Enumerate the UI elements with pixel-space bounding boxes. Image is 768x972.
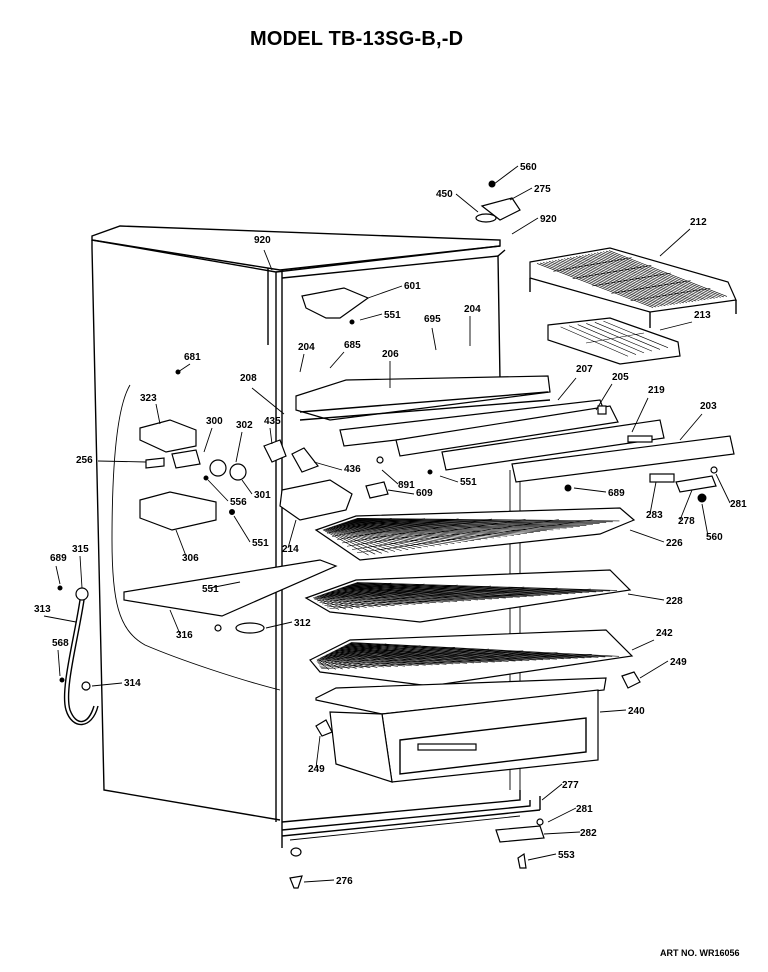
label-695: 695	[424, 314, 441, 325]
label-226: 226	[666, 538, 683, 549]
freezer-floor-206	[295, 375, 551, 421]
label-283: 283	[646, 510, 663, 521]
label-920b: 920	[254, 235, 271, 246]
right-small-parts	[564, 466, 718, 503]
label-204b: 204	[298, 342, 315, 353]
label-450: 450	[436, 189, 453, 200]
shelf-226	[314, 507, 636, 561]
crisper-part-214	[279, 479, 353, 521]
label-301: 301	[254, 490, 271, 501]
label-256: 256	[76, 455, 93, 466]
door-outline	[111, 384, 281, 691]
label-314: 314	[124, 678, 141, 689]
divider-rails	[339, 399, 735, 483]
label-560a: 560	[520, 162, 537, 173]
label-214: 214	[282, 544, 299, 555]
label-302: 302	[236, 420, 253, 431]
label-203: 203	[700, 401, 717, 412]
part-number-labels: 560 275 450 920 212 920 601 551 695 204 …	[34, 162, 747, 887]
label-560b: 560	[706, 532, 723, 543]
top-hinge-275	[475, 180, 521, 223]
leader-lines	[43, 165, 731, 883]
label-275: 275	[534, 184, 551, 195]
shelf-242	[309, 629, 634, 687]
label-204a: 204	[464, 304, 481, 315]
label-551d: 551	[202, 584, 219, 595]
label-242: 242	[656, 628, 673, 639]
label-685: 685	[344, 340, 361, 351]
label-551a: 551	[384, 310, 401, 321]
label-281a: 281	[730, 499, 747, 510]
evaporator-part-601	[301, 287, 370, 319]
label-551c: 551	[252, 538, 269, 549]
label-278: 278	[678, 516, 695, 527]
bottom-hinge-parts	[289, 818, 545, 889]
label-553: 553	[558, 850, 575, 861]
art-number: ART NO. WR16056	[660, 948, 740, 958]
label-276: 276	[336, 876, 353, 887]
label-282: 282	[580, 828, 597, 839]
crisper-drawer-240	[315, 671, 641, 783]
model-title: MODEL TB-13SG-B,-D	[250, 28, 464, 50]
label-249a: 249	[670, 657, 687, 668]
label-313: 313	[34, 604, 51, 615]
label-207: 207	[576, 364, 593, 375]
label-551b: 551	[460, 477, 477, 488]
label-312: 312	[294, 618, 311, 629]
water-line	[57, 585, 99, 726]
label-277: 277	[562, 780, 579, 791]
label-689b: 689	[50, 553, 67, 564]
control-components	[139, 319, 433, 531]
label-206: 206	[382, 349, 399, 360]
label-316: 316	[176, 630, 193, 641]
label-219: 219	[648, 385, 665, 396]
label-556: 556	[230, 497, 247, 508]
label-240: 240	[628, 706, 645, 717]
label-435: 435	[264, 416, 281, 427]
label-249b: 249	[308, 764, 325, 775]
label-609: 609	[416, 488, 433, 499]
label-315: 315	[72, 544, 89, 555]
ice-tray-213	[547, 317, 681, 365]
label-212: 212	[690, 217, 707, 228]
label-213: 213	[694, 310, 711, 321]
label-601: 601	[404, 281, 421, 292]
shelf-228	[304, 569, 632, 623]
label-208: 208	[240, 373, 257, 384]
label-300: 300	[206, 416, 223, 427]
label-228: 228	[666, 596, 683, 607]
label-681: 681	[184, 352, 201, 363]
label-891: 891	[398, 480, 415, 491]
label-205: 205	[612, 372, 629, 383]
label-920a: 920	[540, 214, 557, 225]
freezer-shelf-212	[529, 247, 737, 328]
label-306: 306	[182, 553, 199, 564]
label-281b: 281	[576, 804, 593, 815]
shelf-316	[123, 559, 338, 634]
label-689a: 689	[608, 488, 625, 499]
label-436: 436	[344, 464, 361, 475]
label-568: 568	[52, 638, 69, 649]
label-323: 323	[140, 393, 157, 404]
